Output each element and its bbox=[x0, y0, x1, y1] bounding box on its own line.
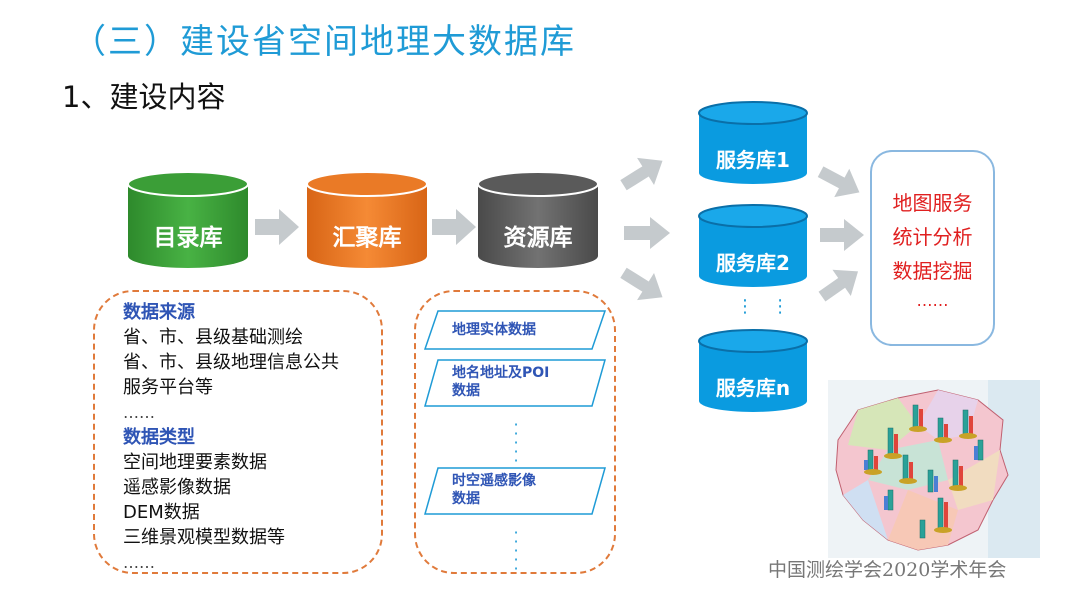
resource-entry-text: 地名地址及POI bbox=[452, 365, 550, 381]
arrow-up-right-icon bbox=[818, 269, 859, 302]
list-item: 遥感影像数据 bbox=[123, 477, 231, 498]
list-ellipsis: …… bbox=[123, 403, 155, 422]
map-service-label: 地图服务 bbox=[892, 191, 973, 215]
vertical-ellipsis-icon: ····· bbox=[513, 415, 519, 470]
data-type-heading: 数据类型 bbox=[123, 427, 195, 448]
data-source-panel: 数据来源 省、市、县级基础测绘 省、市、县级地理信息公共 服务平台等 …… 数据… bbox=[93, 290, 383, 574]
list-item: 三维景观模型数据等 bbox=[123, 527, 285, 548]
arrow-right-icon bbox=[624, 217, 670, 249]
resource-entry-place-name-poi: 地名地址及POI 数据 bbox=[424, 359, 606, 407]
data-source-heading: 数据来源 bbox=[123, 302, 195, 323]
aggregation-db-cylinder: 汇聚库 bbox=[305, 170, 429, 270]
resource-entry-text: 数据 bbox=[452, 383, 480, 399]
vertical-ellipsis-icon: ····· bbox=[513, 523, 519, 578]
section-heading: 1、建设内容 bbox=[62, 80, 226, 114]
resource-data-panel bbox=[414, 290, 616, 574]
list-item: 省、市、县级地理信息公共 bbox=[123, 352, 339, 373]
page-title: （三）建设省空间地理大数据库 bbox=[72, 22, 576, 62]
arrow-right-icon bbox=[820, 219, 864, 251]
arrow-down-right-icon bbox=[620, 267, 663, 301]
conference-watermark: 中国测绘学会2020学术年会 bbox=[768, 559, 1007, 581]
service-db-1-label: 服务库1 bbox=[716, 148, 790, 172]
service-db-ellipsis: ⋮ ⋮ bbox=[736, 296, 790, 317]
resource-entry-remote-sensing: 时空遥感影像 数据 bbox=[424, 467, 606, 515]
list-item: DEM数据 bbox=[123, 502, 200, 523]
resource-entry-text: 数据 bbox=[452, 491, 480, 507]
list-item: 服务平台等 bbox=[123, 377, 213, 398]
resource-entry-text: 地理实体数据 bbox=[452, 322, 536, 338]
resource-entry-geographic-entity: 地理实体数据 bbox=[424, 310, 606, 350]
arrow-down-right-icon bbox=[817, 166, 860, 198]
catalog-db-cylinder: 目录库 bbox=[126, 170, 250, 270]
resource-db-label: 资源库 bbox=[503, 225, 573, 251]
list-ellipsis: …… bbox=[123, 553, 155, 572]
resource-db-cylinder: 资源库 bbox=[476, 170, 600, 270]
arrow-right-icon bbox=[432, 209, 476, 245]
thematic-map-image bbox=[828, 380, 1040, 558]
data-mining-label: 数据挖掘 bbox=[892, 259, 973, 283]
service-applications-box: 地图服务 统计分析 数据挖掘 …… bbox=[870, 150, 995, 346]
service-db-2-label: 服务库2 bbox=[716, 251, 790, 275]
arrow-right-icon bbox=[255, 209, 299, 245]
list-item: 省、市、县级基础测绘 bbox=[123, 327, 303, 348]
catalog-db-label: 目录库 bbox=[153, 225, 223, 251]
aggregation-db-label: 汇聚库 bbox=[332, 225, 402, 251]
service-db-1-cylinder: 服务库1 bbox=[697, 100, 809, 186]
resource-entry-text: 时空遥感影像 bbox=[452, 473, 536, 489]
service-db-2-cylinder: 服务库2 bbox=[697, 203, 809, 289]
service-db-n-label: 服务库n bbox=[715, 376, 791, 400]
arrow-up-right-icon bbox=[620, 157, 663, 191]
statistics-label: 统计分析 bbox=[892, 225, 973, 249]
service-db-n-cylinder: 服务库n bbox=[697, 328, 809, 414]
more-ellipsis: …… bbox=[916, 291, 949, 310]
list-item: 空间地理要素数据 bbox=[123, 452, 267, 473]
